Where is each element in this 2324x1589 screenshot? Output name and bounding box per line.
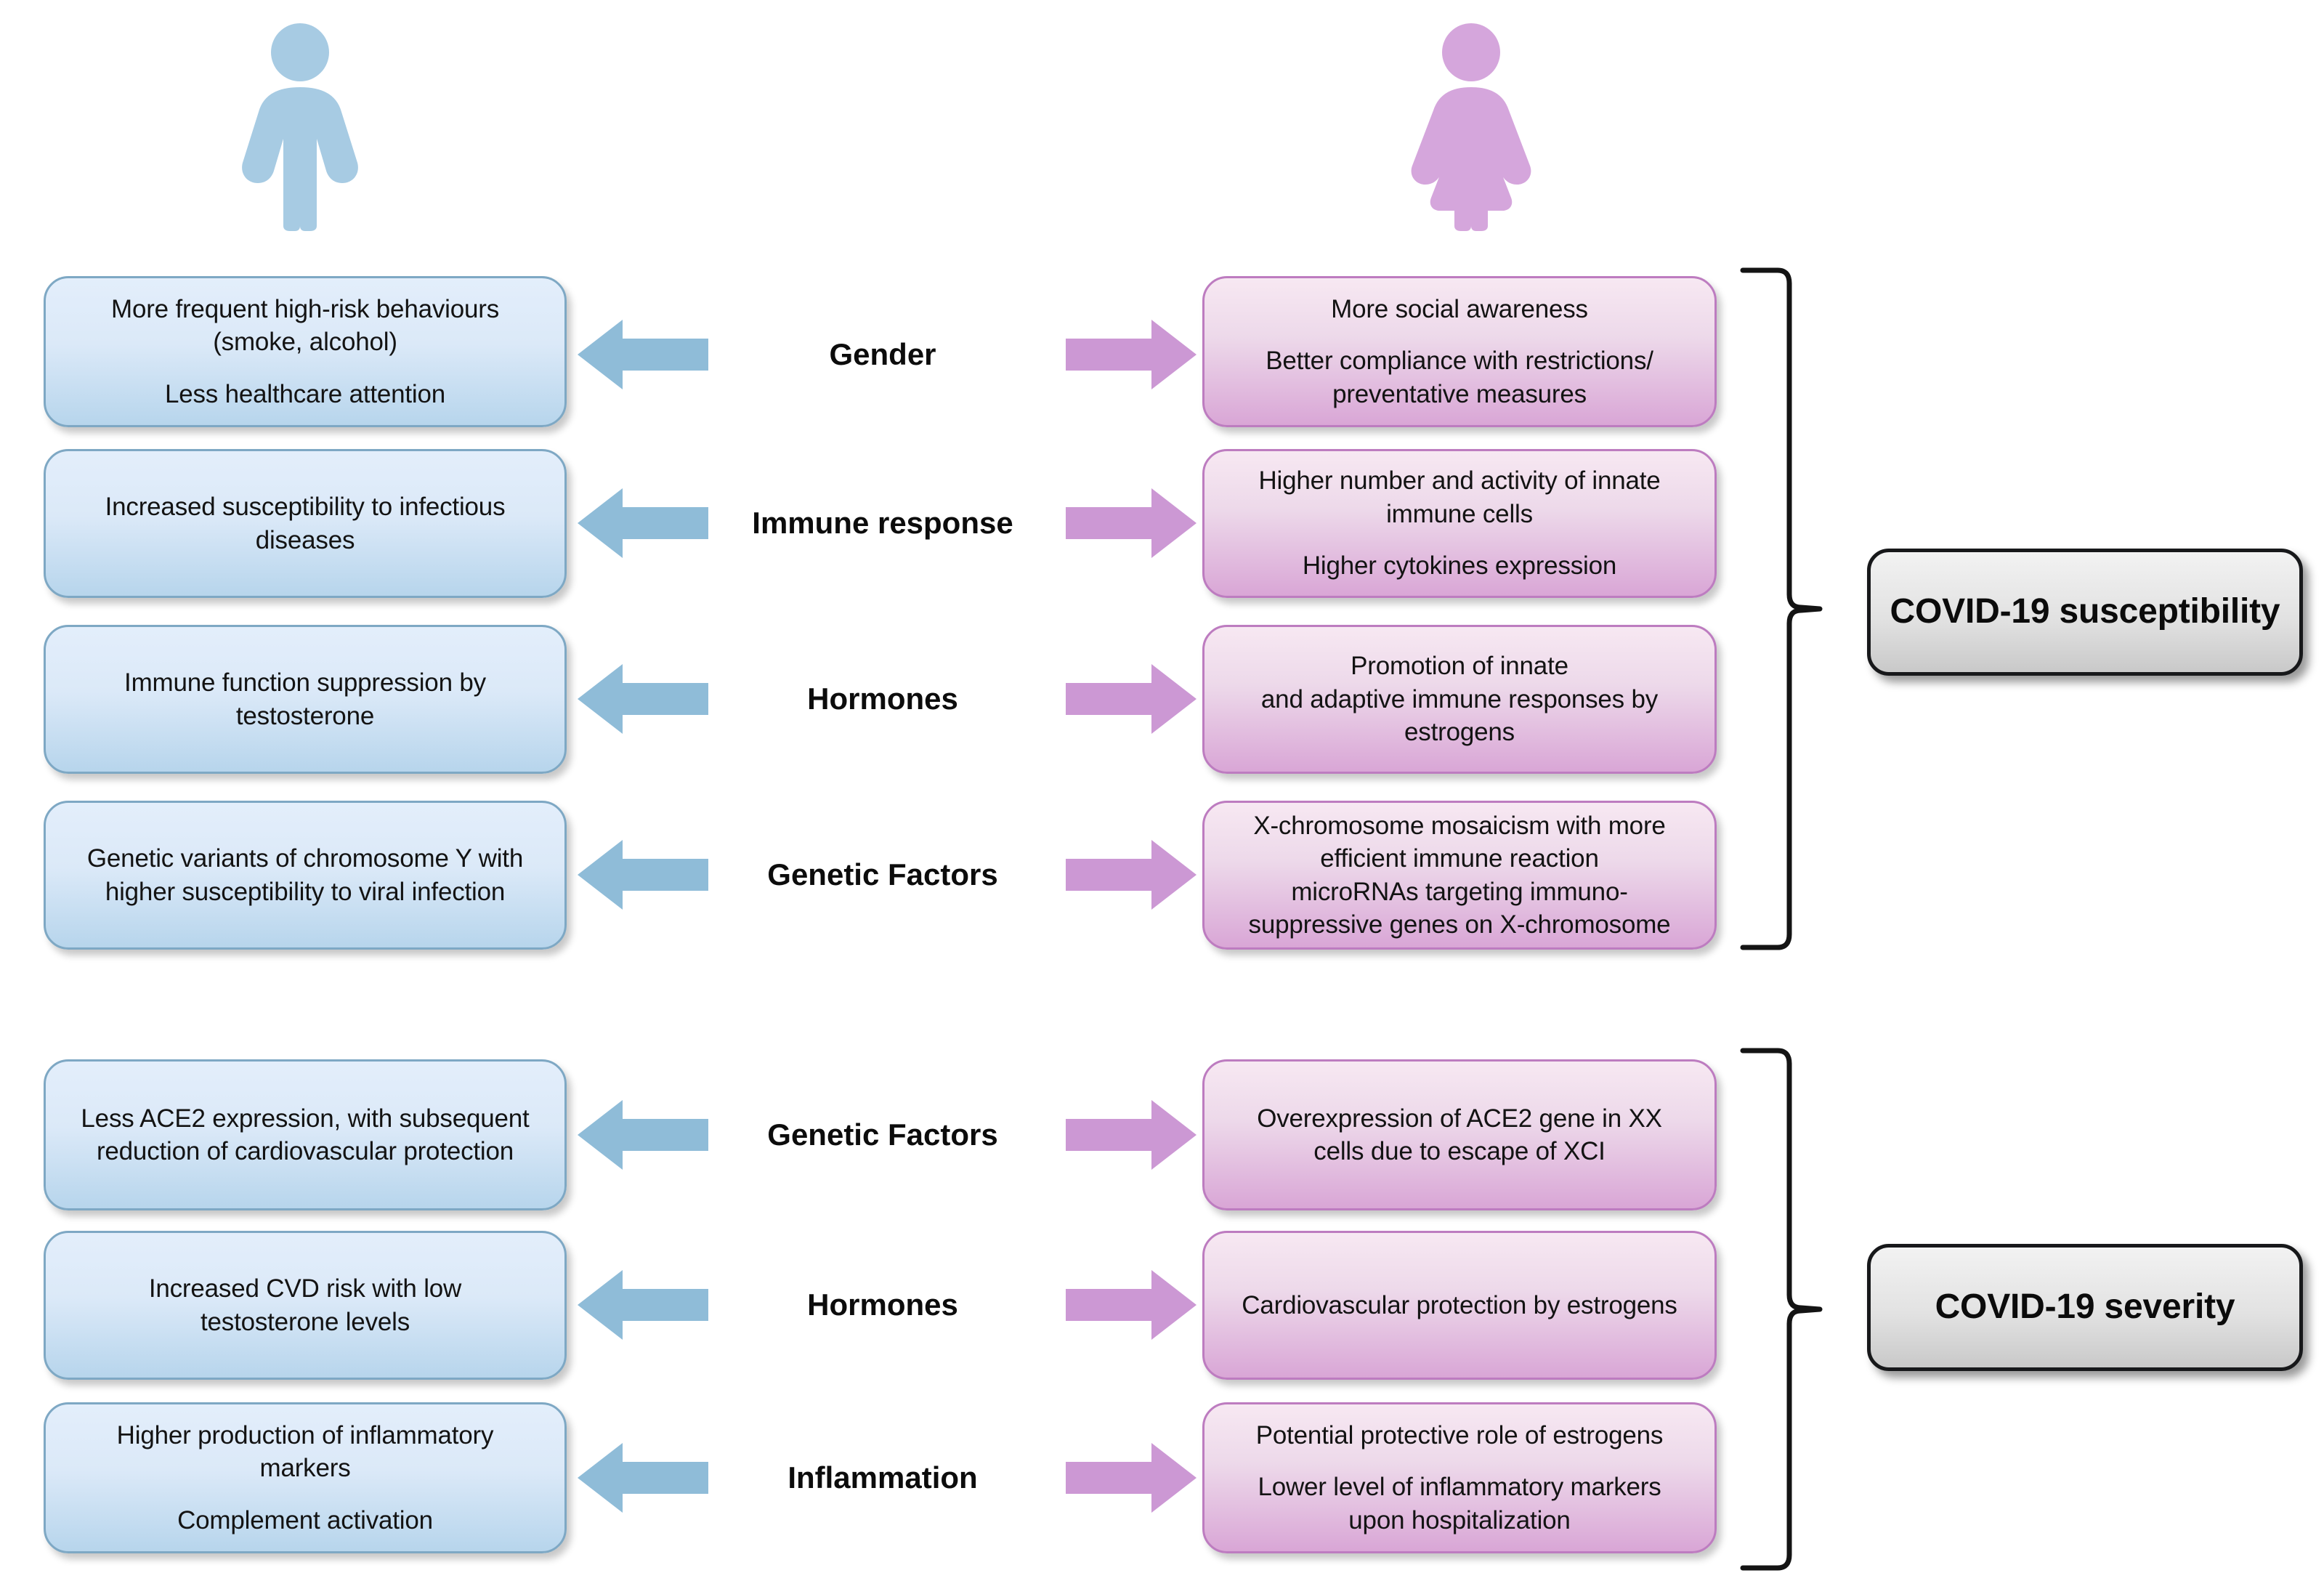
susceptibility-bracket (1740, 267, 1827, 950)
statement-line: Better compliance with restrictions/ (1266, 347, 1653, 376)
statement-line: higher susceptibility to viral infection (105, 877, 506, 906)
outcome-label: COVID-19 susceptibility (1890, 592, 2280, 631)
statement-line: Increased susceptibility to infectious (105, 493, 506, 521)
male-statement-box: More frequent high-risk behaviours (smok… (44, 276, 567, 427)
left-arrow-icon (578, 1440, 708, 1516)
statement-line: Higher cytokines expression (1302, 551, 1617, 581)
factor-label: Hormones (807, 682, 958, 716)
outcome-box-severity: COVID-19 severity (1867, 1244, 2303, 1371)
statement-line: Lower level of inflammatory markers (1258, 1473, 1661, 1502)
statement-line: immune cells (1386, 499, 1533, 528)
factor-label: Genetic Factors (767, 857, 998, 891)
statement-line: More social awareness (1331, 294, 1588, 323)
statement-line: testosterone (235, 701, 375, 730)
statement-line: Less healthcare attention (164, 379, 446, 408)
right-arrow-icon (1066, 661, 1197, 737)
statement-line: reduction of cardiovascular protection (96, 1137, 514, 1165)
severity-bracket (1740, 1048, 1827, 1571)
statement-line: Overexpression of ACE2 gene in XX (1257, 1104, 1662, 1133)
statement-line: upon hospitalization (1348, 1505, 1571, 1535)
male-statement-box: Genetic variants of chromosome Y with hi… (44, 801, 567, 950)
left-arrow-icon (578, 837, 708, 913)
right-arrow-icon (1066, 1267, 1197, 1343)
right-arrow-icon (1066, 1097, 1197, 1173)
factor-label: Immune response (752, 506, 1013, 540)
statement-line: Promotion of innate (1351, 652, 1568, 681)
male-statement-box: Higher production of inflammatory marker… (44, 1402, 567, 1553)
statement-line: cells due to escape of XCI (1313, 1137, 1606, 1165)
left-arrow-icon (578, 1097, 708, 1173)
right-arrow-icon (1066, 837, 1197, 913)
statement-line: Complement activation (177, 1505, 433, 1535)
outcome-box-susceptibility: COVID-19 susceptibility (1867, 549, 2303, 676)
left-arrow-icon (578, 317, 708, 393)
statement-line: efficient immune reaction (1320, 844, 1599, 873)
statement-line: diseases (255, 525, 355, 554)
statement-line: markers (259, 1454, 351, 1483)
factor-label: Inflammation (788, 1460, 978, 1495)
male-statement-box: Less ACE2 expression, with subsequent re… (44, 1059, 567, 1210)
statement-line: Genetic variants of chromosome Y with (86, 844, 524, 873)
statement-line: X-chromosome mosaicism with more (1253, 811, 1666, 840)
female-statement-box: Potential protective role of estrogens L… (1202, 1402, 1717, 1553)
statement-line: Immune function suppression by (124, 668, 486, 697)
left-arrow-icon (578, 485, 708, 562)
statement-line: preventative measures (1332, 379, 1587, 408)
statement-line: and adaptive immune responses by (1260, 684, 1659, 713)
male-person-icon (231, 20, 369, 231)
female-statement-box: Higher number and activity of innate imm… (1202, 449, 1717, 598)
statement-line: suppressive genes on X-chromosome (1248, 910, 1671, 939)
statement-line: (smoke, alcohol) (213, 328, 397, 357)
statement-line: Higher number and activity of innate (1258, 466, 1661, 496)
male-statement-box: Increased CVD risk with low testosterone… (44, 1231, 567, 1380)
female-statement-box: X-chromosome mosaicism with more efficie… (1202, 801, 1717, 950)
right-arrow-icon (1066, 317, 1197, 393)
female-statement-box: Promotion of innate and adaptive immune … (1202, 625, 1717, 774)
statement-line: Higher production of inflammatory (116, 1420, 494, 1449)
left-arrow-icon (578, 661, 708, 737)
factor-label: Hormones (807, 1287, 958, 1322)
outcome-label: COVID-19 severity (1935, 1287, 2235, 1327)
female-statement-box: Overexpression of ACE2 gene in XX cells … (1202, 1059, 1717, 1210)
female-statement-box: More social awareness Better compliance … (1202, 276, 1717, 427)
statement-line: estrogens (1404, 718, 1515, 747)
left-arrow-icon (578, 1267, 708, 1343)
statement-line: Cardiovascular protection by estrogens (1242, 1290, 1677, 1319)
male-statement-box: Immune function suppression by testoster… (44, 625, 567, 774)
statement-line: testosterone levels (200, 1307, 410, 1336)
statement-line: Increased CVD risk with low (148, 1274, 462, 1303)
right-arrow-icon (1066, 1440, 1197, 1516)
male-statement-box: Increased susceptibility to infectious d… (44, 449, 567, 598)
statement-line: Potential protective role of estrogens (1255, 1420, 1664, 1449)
female-statement-box: Cardiovascular protection by estrogens (1202, 1231, 1717, 1380)
right-arrow-icon (1066, 485, 1197, 562)
statement-line: Less ACE2 expression, with subsequent (81, 1104, 530, 1133)
statement-line: More frequent high-risk behaviours (110, 294, 500, 323)
factor-label: Genetic Factors (767, 1117, 998, 1152)
statement-line: microRNAs targeting immuno- (1291, 877, 1628, 906)
female-person-icon (1402, 20, 1540, 231)
factor-label: Gender (829, 337, 936, 371)
